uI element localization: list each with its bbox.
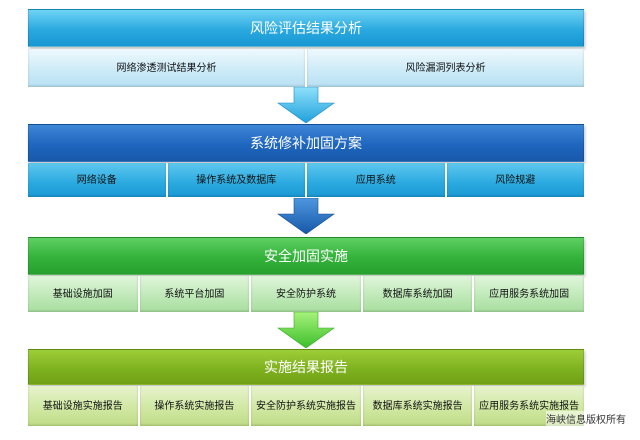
stage-4-item: 基础设施实施报告	[28, 386, 140, 426]
stage-3-items: 基础设施加固 系统平台加固 安全防护系统 数据库系统加固 应用服务系统加固	[28, 276, 584, 312]
stage-3-item: 安全防护系统	[251, 276, 363, 312]
stage-2-items: 网络设备 操作系统及数据库 应用系统 风险规避	[28, 163, 584, 197]
stage-3-item: 应用服务系统加固	[474, 276, 584, 312]
stage-4-item: 数据库系统实施报告	[362, 386, 475, 426]
stage-1-item: 网络渗透测试结果分析	[28, 49, 307, 87]
stage-3-item: 系统平台加固	[139, 276, 252, 312]
stage-2-item: 风险规避	[446, 163, 584, 197]
stage-3-item: 数据库系统加固	[362, 276, 475, 312]
stage-1-items: 网络渗透测试结果分析 风险漏洞列表分析	[28, 49, 584, 87]
stage-3-title: 安全加固实施	[28, 237, 584, 275]
stage-2-item: 网络设备	[28, 163, 168, 197]
down-arrow-icon	[277, 312, 335, 348]
stage-4-item: 应用服务系统实施报告	[474, 386, 584, 426]
stage-2-title: 系统修补加固方案	[28, 124, 584, 162]
down-arrow-icon	[277, 198, 335, 234]
stage-2-item: 应用系统	[307, 163, 447, 197]
stage-4-item: 安全防护系统实施报告	[251, 386, 363, 426]
stage-4-items: 基础设施实施报告 操作系统实施报告 安全防护系统实施报告 数据库系统实施报告 应…	[28, 386, 584, 426]
stage-1-item: 风险漏洞列表分析	[307, 49, 584, 87]
stage-3-item: 基础设施加固	[28, 276, 140, 312]
stage-4-title: 实施结果报告	[28, 349, 584, 385]
watermark: 海峡信息版权所有	[546, 411, 626, 426]
stage-4-item: 操作系统实施报告	[139, 386, 252, 426]
stage-1-title: 风险评估结果分析	[28, 9, 584, 47]
stage-2-item: 操作系统及数据库	[167, 163, 307, 197]
down-arrow-icon	[277, 87, 335, 123]
